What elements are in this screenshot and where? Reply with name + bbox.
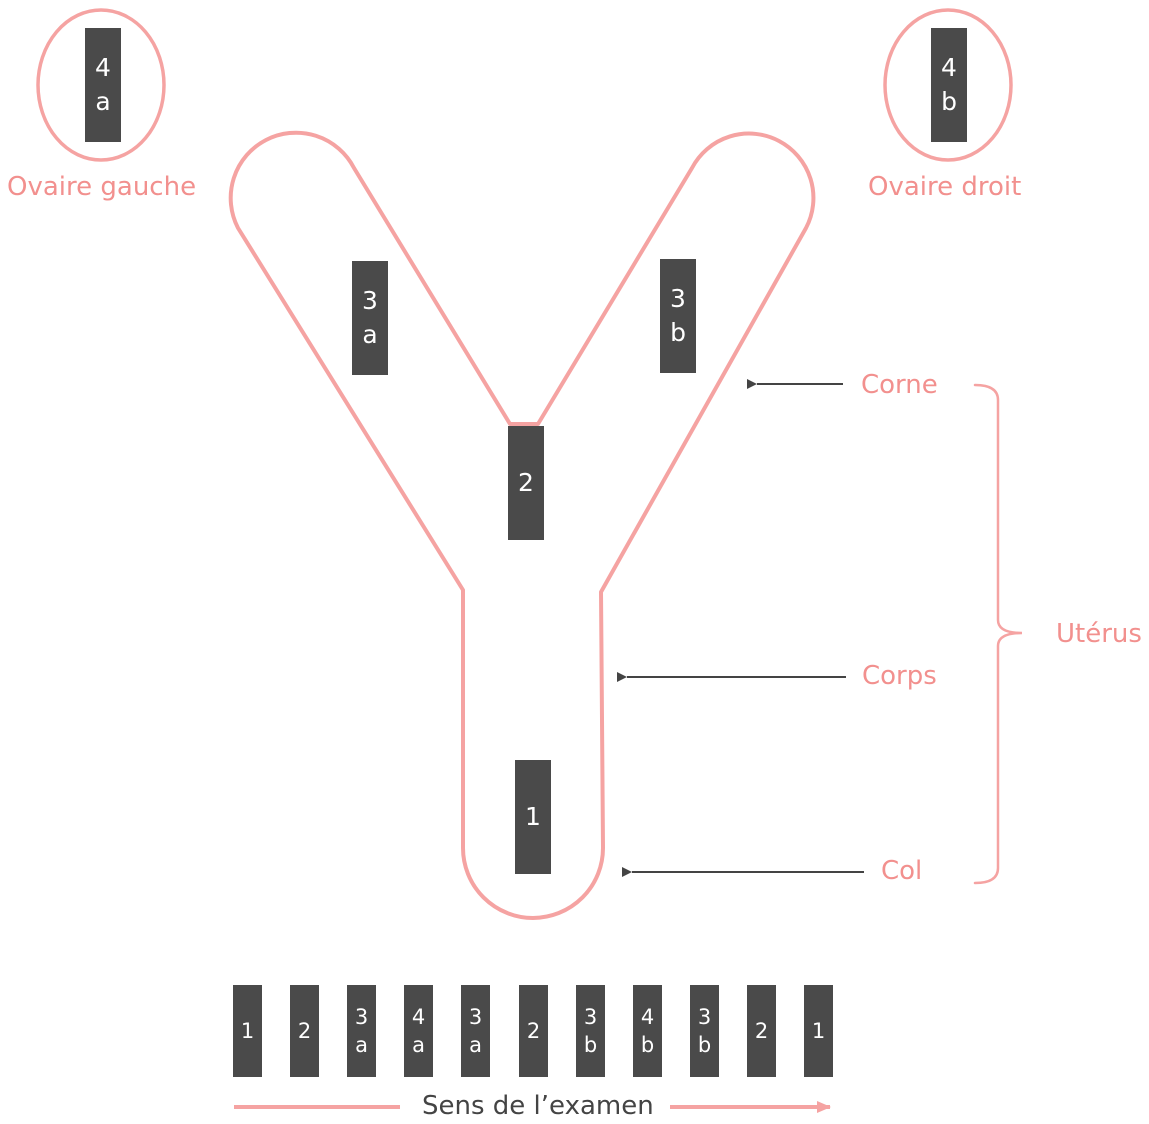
box-3a: 3 a bbox=[352, 261, 388, 375]
box-3a-num: 3 bbox=[362, 286, 378, 316]
box-1: 1 bbox=[515, 760, 551, 874]
box-2: 2 bbox=[508, 426, 544, 540]
box-3b-num: 3 bbox=[670, 284, 686, 314]
sequence-box-text: 4 bbox=[640, 1004, 655, 1029]
sequence-box-text: a bbox=[412, 1033, 425, 1057]
sequence-box: 2 bbox=[290, 985, 319, 1077]
sequence-box-text: b bbox=[583, 1033, 598, 1057]
uterus-outline bbox=[228, 130, 816, 920]
left-ovary-outline bbox=[36, 8, 166, 162]
sequence-box-text: 2 bbox=[297, 1018, 312, 1043]
sequence-box-text: 4 bbox=[411, 1004, 426, 1029]
label-corps: Corps bbox=[862, 661, 937, 691]
box-3a-letter: a bbox=[362, 320, 378, 349]
label-sens-examen: Sens de l’examen bbox=[422, 1091, 654, 1121]
box-4a-letter: a bbox=[95, 87, 111, 116]
box-4b-num: 4 bbox=[941, 53, 957, 83]
box-3b: 3 b bbox=[660, 259, 696, 373]
box-4b-letter: b bbox=[941, 87, 957, 116]
sequence-box-text: 1 bbox=[811, 1018, 826, 1043]
label-col: Col bbox=[881, 856, 923, 886]
sequence-box-text: a bbox=[469, 1033, 482, 1057]
sequence-box-text: 2 bbox=[754, 1018, 769, 1043]
box-4a: 4 a bbox=[85, 28, 121, 142]
sequence-box: 1 bbox=[233, 985, 262, 1077]
sequence-box-text: 3 bbox=[354, 1004, 369, 1029]
sequence-box-text: 3 bbox=[468, 1004, 483, 1029]
label-ovaire-gauche: Ovaire gauche bbox=[7, 172, 197, 202]
uterus-brace bbox=[973, 383, 1023, 885]
box-2-num: 2 bbox=[518, 468, 534, 498]
sequence-box-text: 2 bbox=[526, 1018, 541, 1043]
box-4a-num: 4 bbox=[95, 53, 111, 83]
sequence-box-text: b bbox=[640, 1033, 655, 1057]
sequence-box-text: 1 bbox=[240, 1018, 255, 1043]
sequence-box: 2 bbox=[519, 985, 548, 1077]
sequence-box-text: b bbox=[697, 1033, 712, 1057]
label-corne: Corne bbox=[861, 370, 938, 400]
sequence-box-text: a bbox=[355, 1033, 368, 1057]
label-ovaire-droit: Ovaire droit bbox=[868, 172, 1022, 202]
sequence-box: 2 bbox=[747, 985, 776, 1077]
box-4b: 4 b bbox=[931, 28, 967, 142]
box-1-num: 1 bbox=[525, 802, 541, 832]
sequence-box: 1 bbox=[804, 985, 833, 1077]
right-ovary-outline bbox=[883, 8, 1013, 162]
sequence-box-text: 3 bbox=[583, 1004, 598, 1029]
sequence-box-text: 3 bbox=[697, 1004, 712, 1029]
box-3b-letter: b bbox=[670, 318, 686, 347]
label-uterus: Utérus bbox=[1056, 619, 1142, 649]
